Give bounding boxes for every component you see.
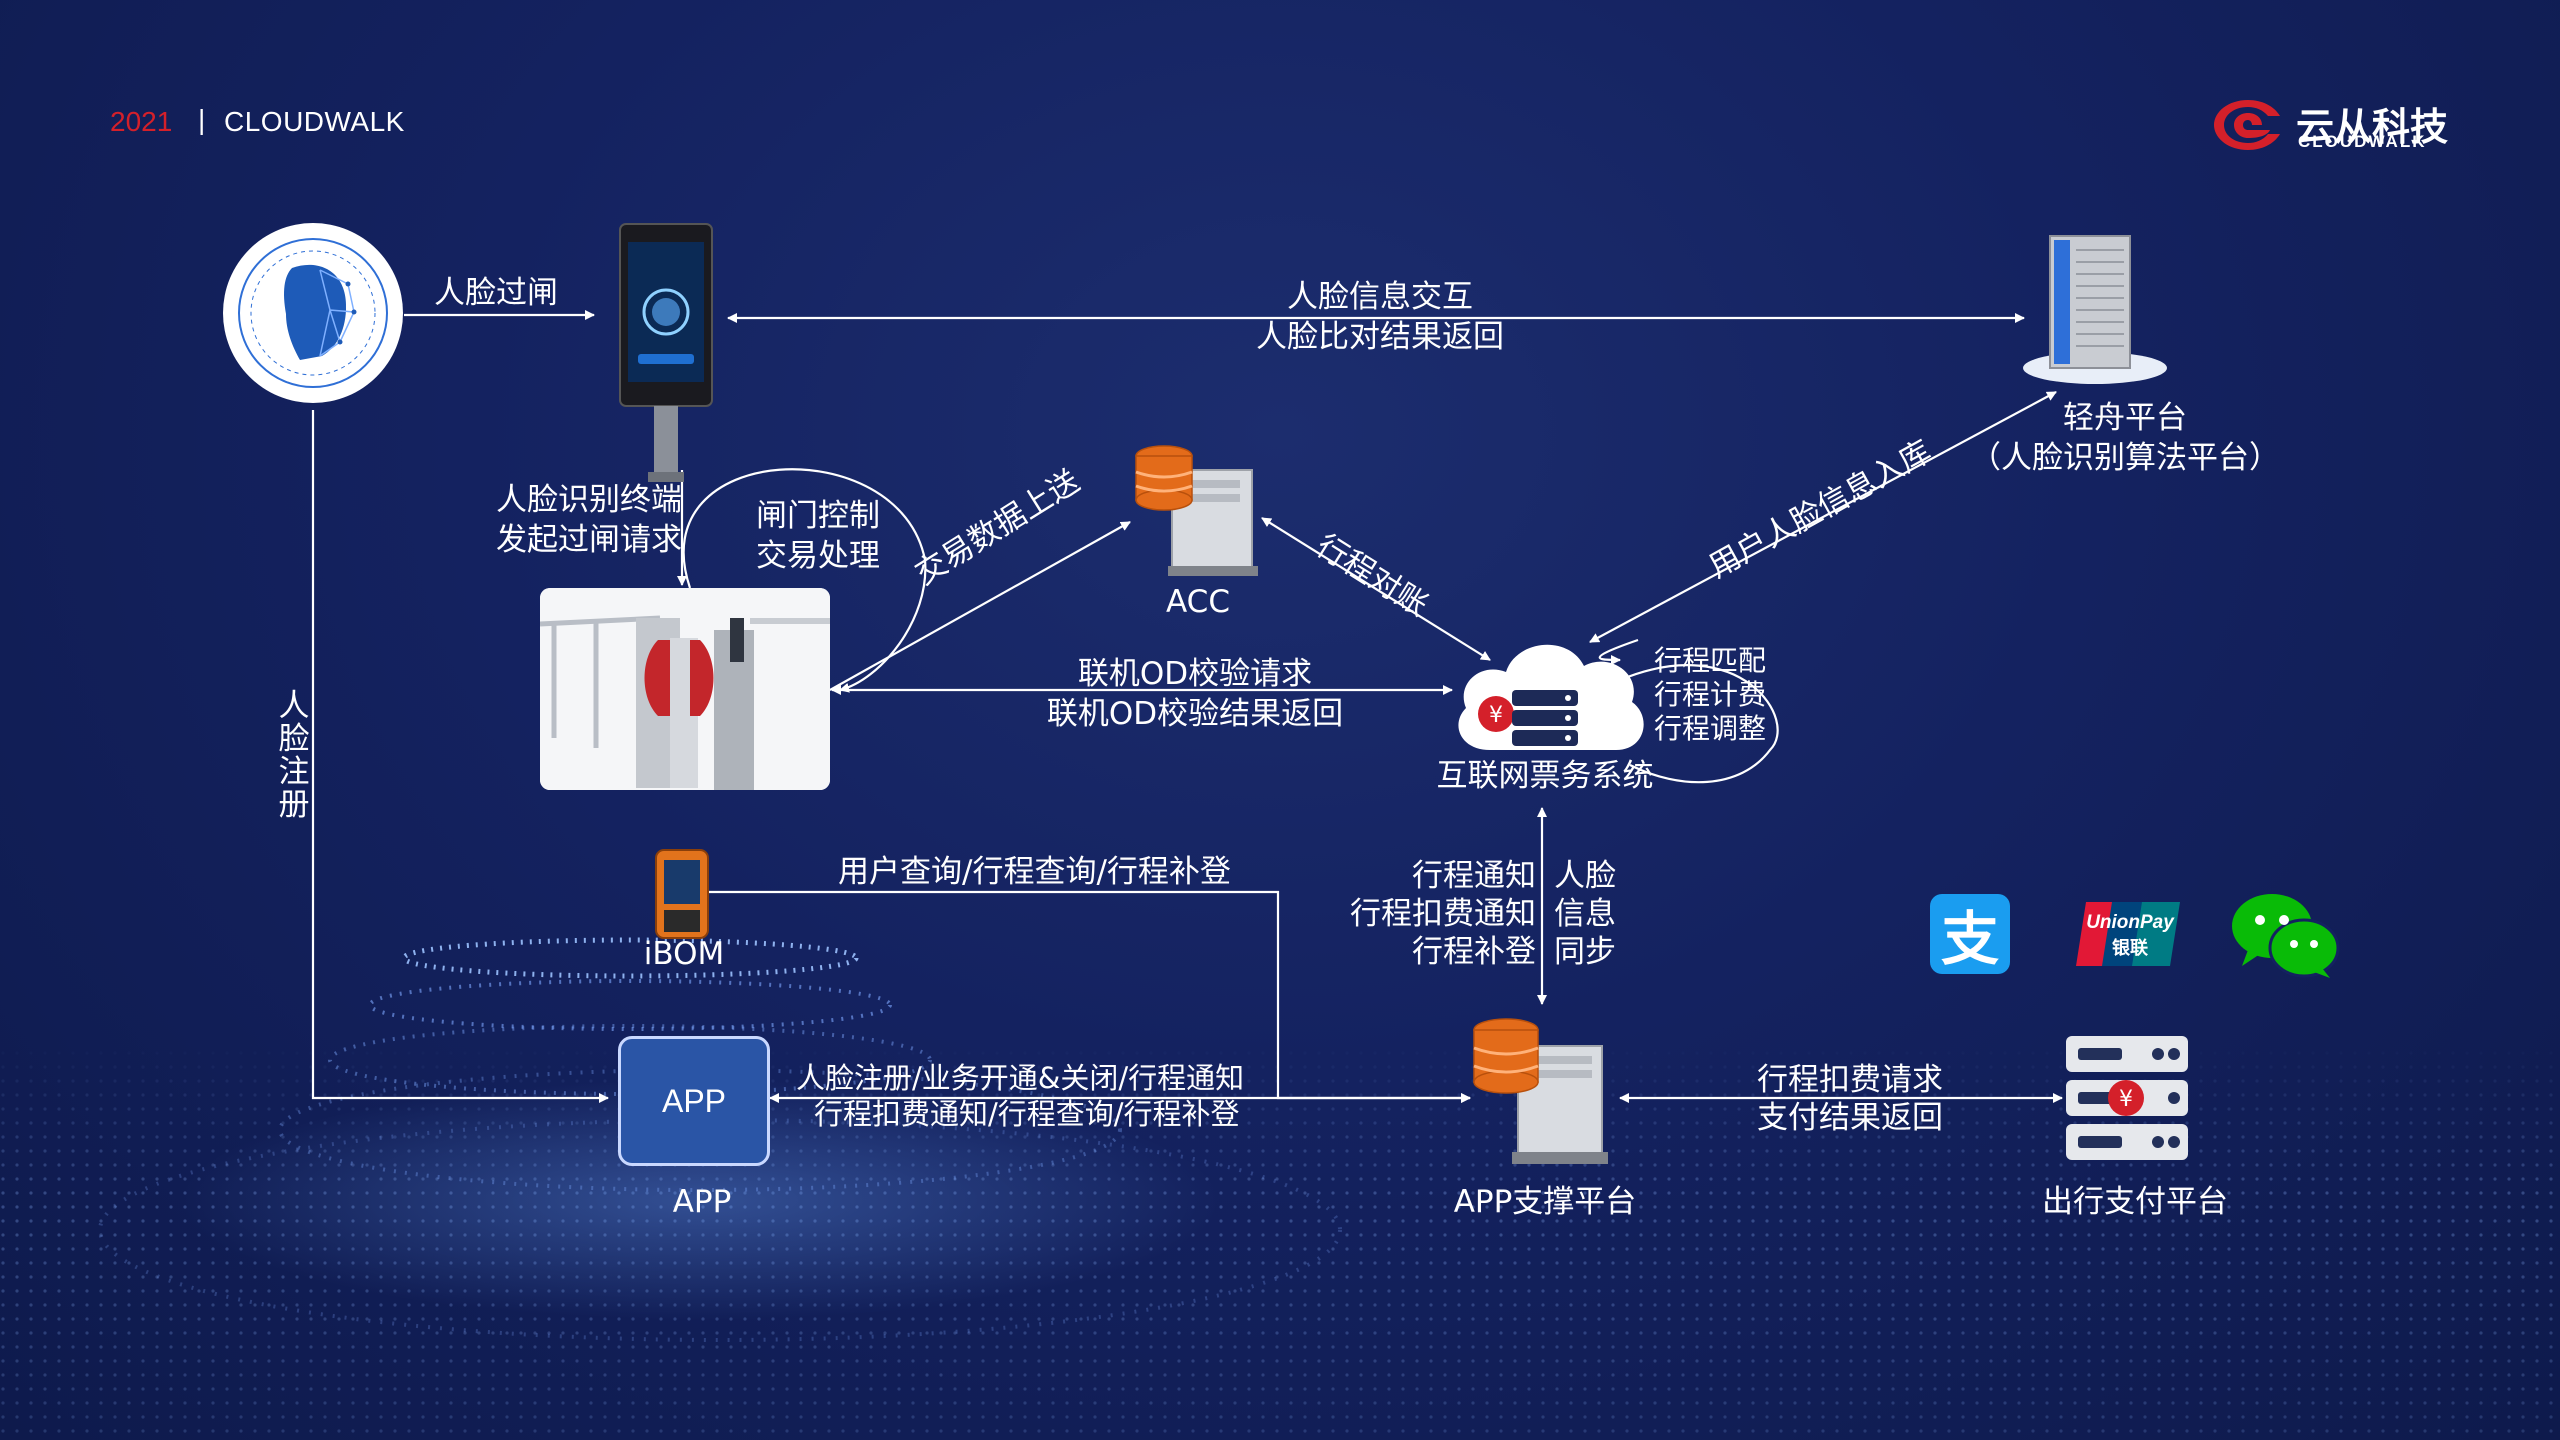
- label-sync-2: 信息: [1554, 896, 1616, 932]
- label-face-info-exchange: 人脸信息交互: [1287, 279, 1473, 315]
- label-face-compare-return: 人脸比对结果返回: [1256, 319, 1504, 355]
- ibom-ring: [401, 937, 859, 979]
- label-ibom-query: 用户查询/行程查询/行程补登: [838, 854, 1231, 890]
- cloudwalk-logo-icon: [2214, 100, 2280, 150]
- header-year: 2021: [110, 106, 173, 137]
- label-od-return: 联机OD校验结果返回: [1046, 696, 1344, 732]
- payment-platform-server-icon: ¥: [2066, 1036, 2188, 1160]
- label-terminal-line1: 人脸识别终端: [496, 482, 682, 518]
- label-qingzhou-platform: 轻舟平台: [2063, 400, 2187, 436]
- wechat-pay-icon: [2232, 894, 2340, 978]
- label-od-request: 联机OD校验请求: [1077, 656, 1313, 692]
- label-ticket-system: 互联网票务系统: [1436, 758, 1654, 794]
- label-acc: ACC: [1166, 584, 1230, 620]
- label-trip-match: 行程匹配: [1654, 644, 1767, 677]
- qingzhou-server-icon: [2023, 235, 2167, 384]
- ticket-system-cloud-icon: ¥: [1458, 644, 1644, 750]
- label-trip-adjust: 行程调整: [1654, 712, 1767, 745]
- label-app-support: APP支撑平台: [1453, 1184, 1637, 1220]
- label-app-line1: 人脸注册/业务开通&关闭/行程通知: [796, 1061, 1245, 1095]
- acc-server-icon: [1135, 445, 1258, 576]
- ibom-handheld-icon: [655, 849, 709, 939]
- label-qingzhou-sub: （人脸识别算法平台）: [1970, 440, 2280, 476]
- svg-text:¥: ¥: [2119, 1087, 2133, 1112]
- unionpay-icon: UnionPay 银联: [2076, 900, 2180, 968]
- label-sync-1: 人脸: [1554, 858, 1616, 894]
- unionpay-label-en: UnionPay: [2086, 912, 2174, 933]
- label-sync-3: 同步: [1554, 934, 1616, 970]
- label-face-gate: 人脸过闸: [434, 275, 558, 311]
- particle-glow: [180, 1080, 1220, 1320]
- label-face-register-vertical: 人脸注册: [278, 688, 310, 823]
- label-notify-supplement: 行程补登: [1412, 934, 1536, 970]
- alipay-icon: 支: [1930, 894, 2010, 974]
- label-app: APP: [672, 1184, 732, 1220]
- label-trip-fee: 行程计费: [1654, 678, 1767, 711]
- label-app-line2: 行程扣费通知/行程查询/行程补登: [814, 1097, 1240, 1131]
- label-pay-platform: 出行支付平台: [2042, 1184, 2228, 1220]
- face-recognition-icon: [223, 223, 403, 403]
- logo-text-en: CLOUDWALK: [2298, 132, 2427, 151]
- header-brand: CLOUDWALK: [224, 106, 405, 137]
- label-gate-control: 闸门控制: [756, 498, 880, 534]
- app-box[interactable]: APP: [618, 1036, 770, 1166]
- svg-text:¥: ¥: [1489, 703, 1503, 728]
- logo-text-cn: 云从科技: [2296, 105, 2449, 149]
- label-terminal-line2: 发起过闸请求: [496, 522, 682, 558]
- label-notify-trip: 行程通知: [1412, 858, 1536, 894]
- label-notify-fee: 行程扣费通知: [1350, 896, 1536, 932]
- label-pay-return: 支付结果返回: [1757, 1100, 1943, 1136]
- unionpay-label-cn: 银联: [2112, 938, 2148, 959]
- app-support-server-icon: [1473, 1018, 1608, 1164]
- face-terminal-device-icon: [619, 223, 713, 482]
- header-separator: |: [198, 104, 206, 135]
- label-fee-request: 行程扣费请求: [1757, 1062, 1943, 1098]
- turnstile-gate-image: [540, 588, 830, 790]
- label-ibom: iBOM: [643, 936, 725, 972]
- label-gate-transaction: 交易处理: [756, 538, 880, 574]
